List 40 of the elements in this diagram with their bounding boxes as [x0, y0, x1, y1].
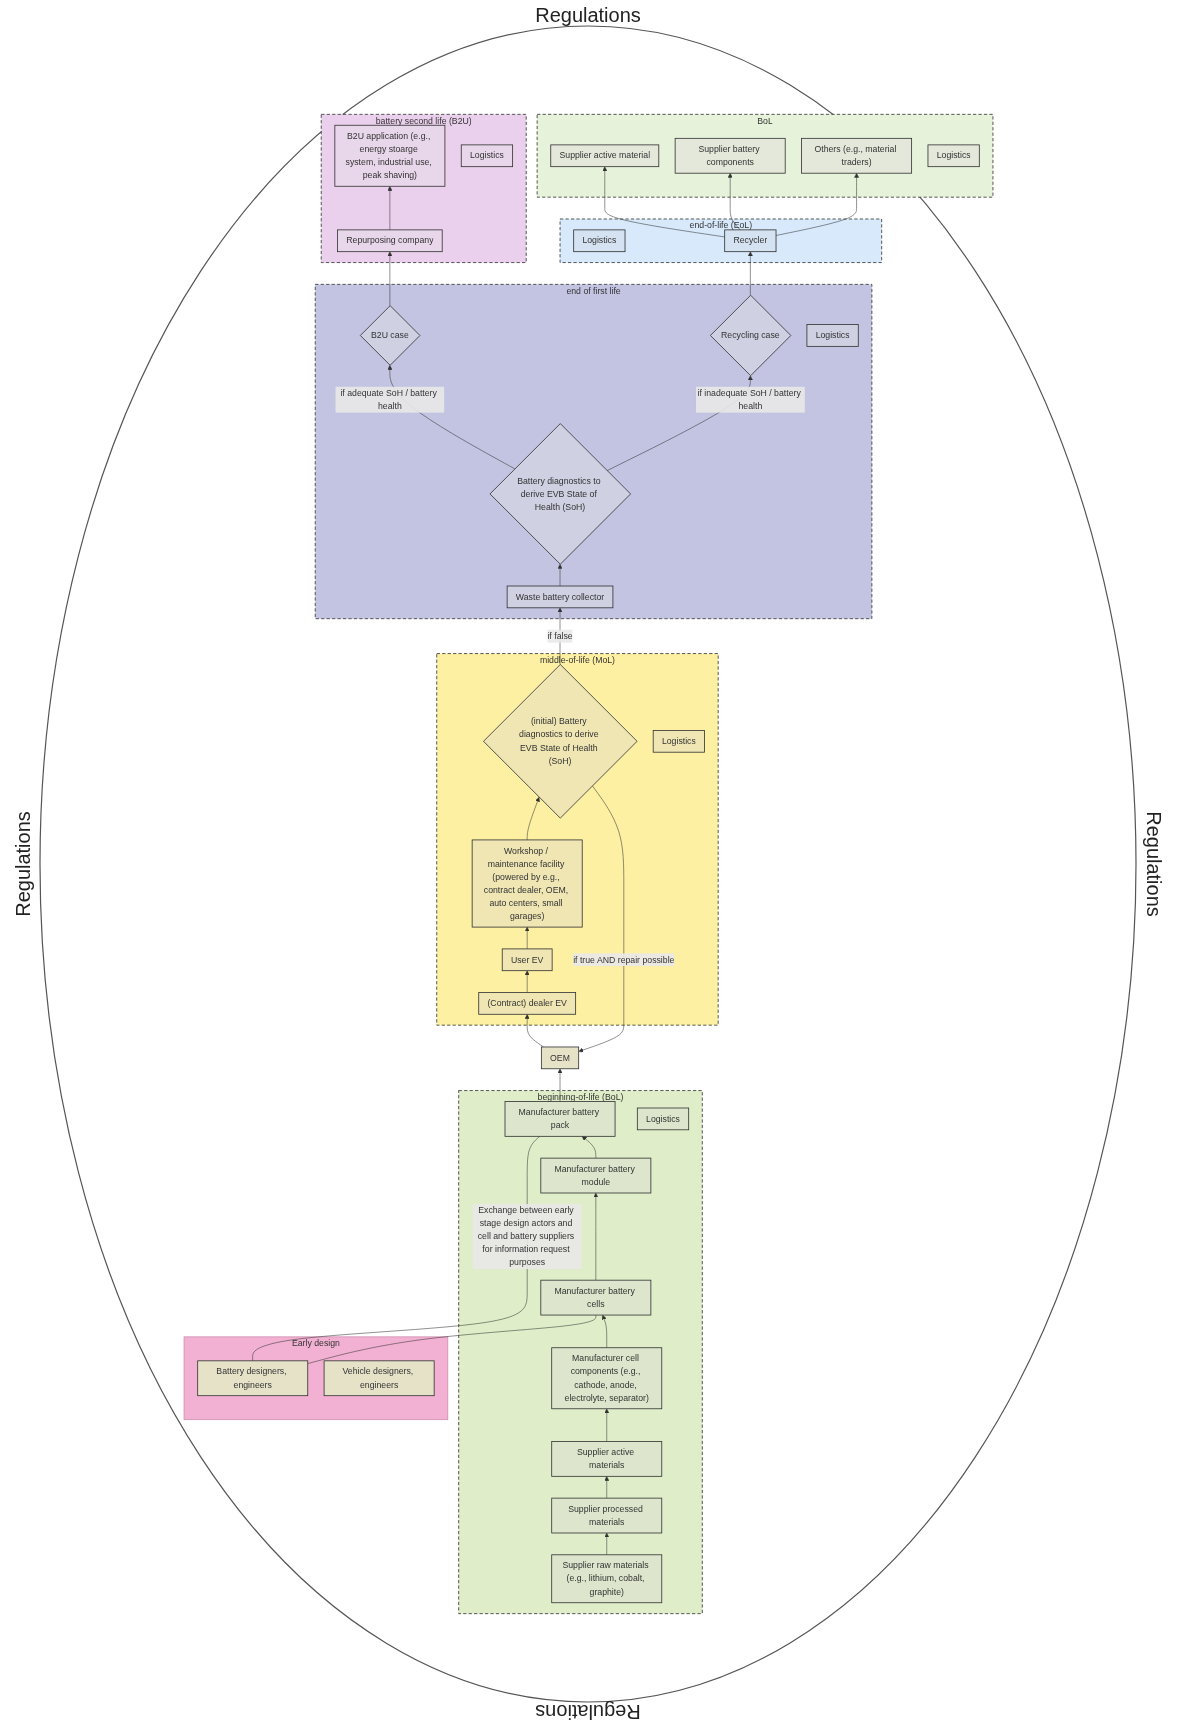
node-box: Vehicle designers, engineers [323, 1360, 435, 1397]
node-box: Manufacturer battery cells [540, 1279, 652, 1316]
node-box: Manufacturer battery module [540, 1157, 652, 1194]
connector [307, 1314, 597, 1364]
edge-label: Exchange between early stage design actors and cell and battery suppliers for information request purposes [477, 1205, 575, 1268]
node-diamond: (initial) Battery diagnostics to derive EVB State of Health (SoH) [483, 664, 638, 819]
node-diamond: Recycling case [710, 294, 792, 377]
node-box: Supplier battery components [674, 137, 786, 174]
boundary-label: Regulations [535, 1700, 641, 1723]
node-box: User EV [501, 948, 553, 972]
node-box: Manufacturer cell components (e.g., cathode, anode, electrolyte, separator) [551, 1347, 663, 1410]
edge-label: if true AND repair possible [573, 954, 675, 965]
node-box: Logistics [573, 229, 626, 253]
node-box: Logistics [927, 144, 980, 168]
node-box: Recycler [724, 229, 777, 253]
node-box: Repurposing company [337, 229, 443, 253]
edge-label: if adequate SoH / battery health [340, 388, 437, 411]
node-box: Logistics [806, 324, 859, 347]
boundary-label: Regulations [1141, 811, 1165, 917]
node-box: Supplier active materials [551, 1441, 663, 1477]
node-box: (Contract) dealer EV [478, 992, 577, 1015]
node-box: Others (e.g., material traders) [801, 137, 913, 174]
boundary-label: Regulations [535, 4, 641, 27]
node-diamond: Battery diagnostics to derive EVB State of Health (SoH) [489, 423, 631, 565]
edge-label: if inadequate SoH / battery health [697, 388, 801, 411]
node-box: Battery designers, engineers [197, 1360, 309, 1397]
node-box: Supplier active material [550, 144, 660, 168]
node-diamond: B2U case [359, 305, 421, 366]
boundary-label: Regulations [12, 811, 36, 917]
node-box: B2U application (e.g., energy stoarge system, industrial use, peak shaving) [334, 124, 446, 187]
edge-label: if false [547, 631, 573, 641]
node-box: Manufacturer battery pack [504, 1101, 616, 1137]
node-box: Waste battery collector [506, 585, 614, 609]
node-box: Logistics [652, 730, 705, 753]
node-box: Supplier raw materials (e.g., lithium, cobalt, graphite) [551, 1554, 663, 1604]
node-box: OEM [540, 1046, 580, 1070]
node-box: Logistics [636, 1107, 690, 1131]
node-box: Supplier processed materials [551, 1497, 663, 1534]
node-box: Workshop / maintenance facility (powered by e.g., contract dealer, OEM, auto centers, small garages) [471, 839, 583, 928]
node-box: Logistics [460, 144, 513, 168]
